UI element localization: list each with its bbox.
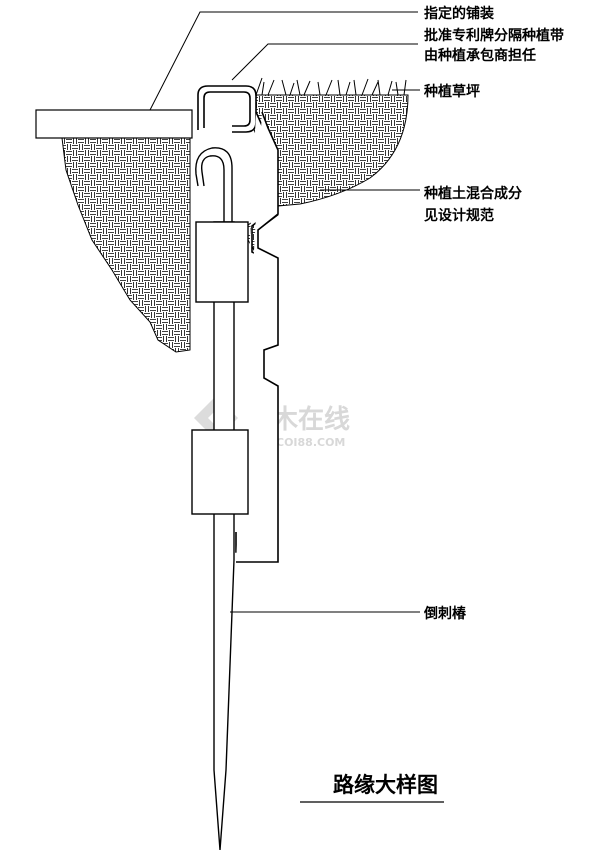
label-curb-strip: 批准专利牌分隔种植带	[424, 27, 564, 44]
label-lawn: 种植草坪	[423, 83, 480, 100]
leader-paving	[149, 11, 418, 111]
stake-barb-lower	[191, 429, 249, 515]
stake-hook	[195, 147, 233, 222]
leader-curb-strip	[231, 43, 418, 81]
lawn-grass	[255, 77, 407, 96]
watermark-subtext: COI88.COM	[276, 436, 345, 449]
label-soil-mix: 种植土混合成分	[423, 185, 522, 202]
label-barb-stake: 倒刺椿	[423, 605, 467, 622]
stake-barb-upper	[195, 221, 249, 303]
barb-stake	[191, 221, 249, 851]
drawing-title: 路缘大样图	[333, 773, 438, 797]
leader-lines	[149, 11, 420, 613]
label-curb-strip-contractor: 由种植承包商担任	[424, 47, 536, 64]
label-soil-spec: 见设计规范	[424, 207, 494, 224]
label-paving: 指定的铺装	[424, 5, 495, 22]
paving-slab	[35, 109, 193, 139]
